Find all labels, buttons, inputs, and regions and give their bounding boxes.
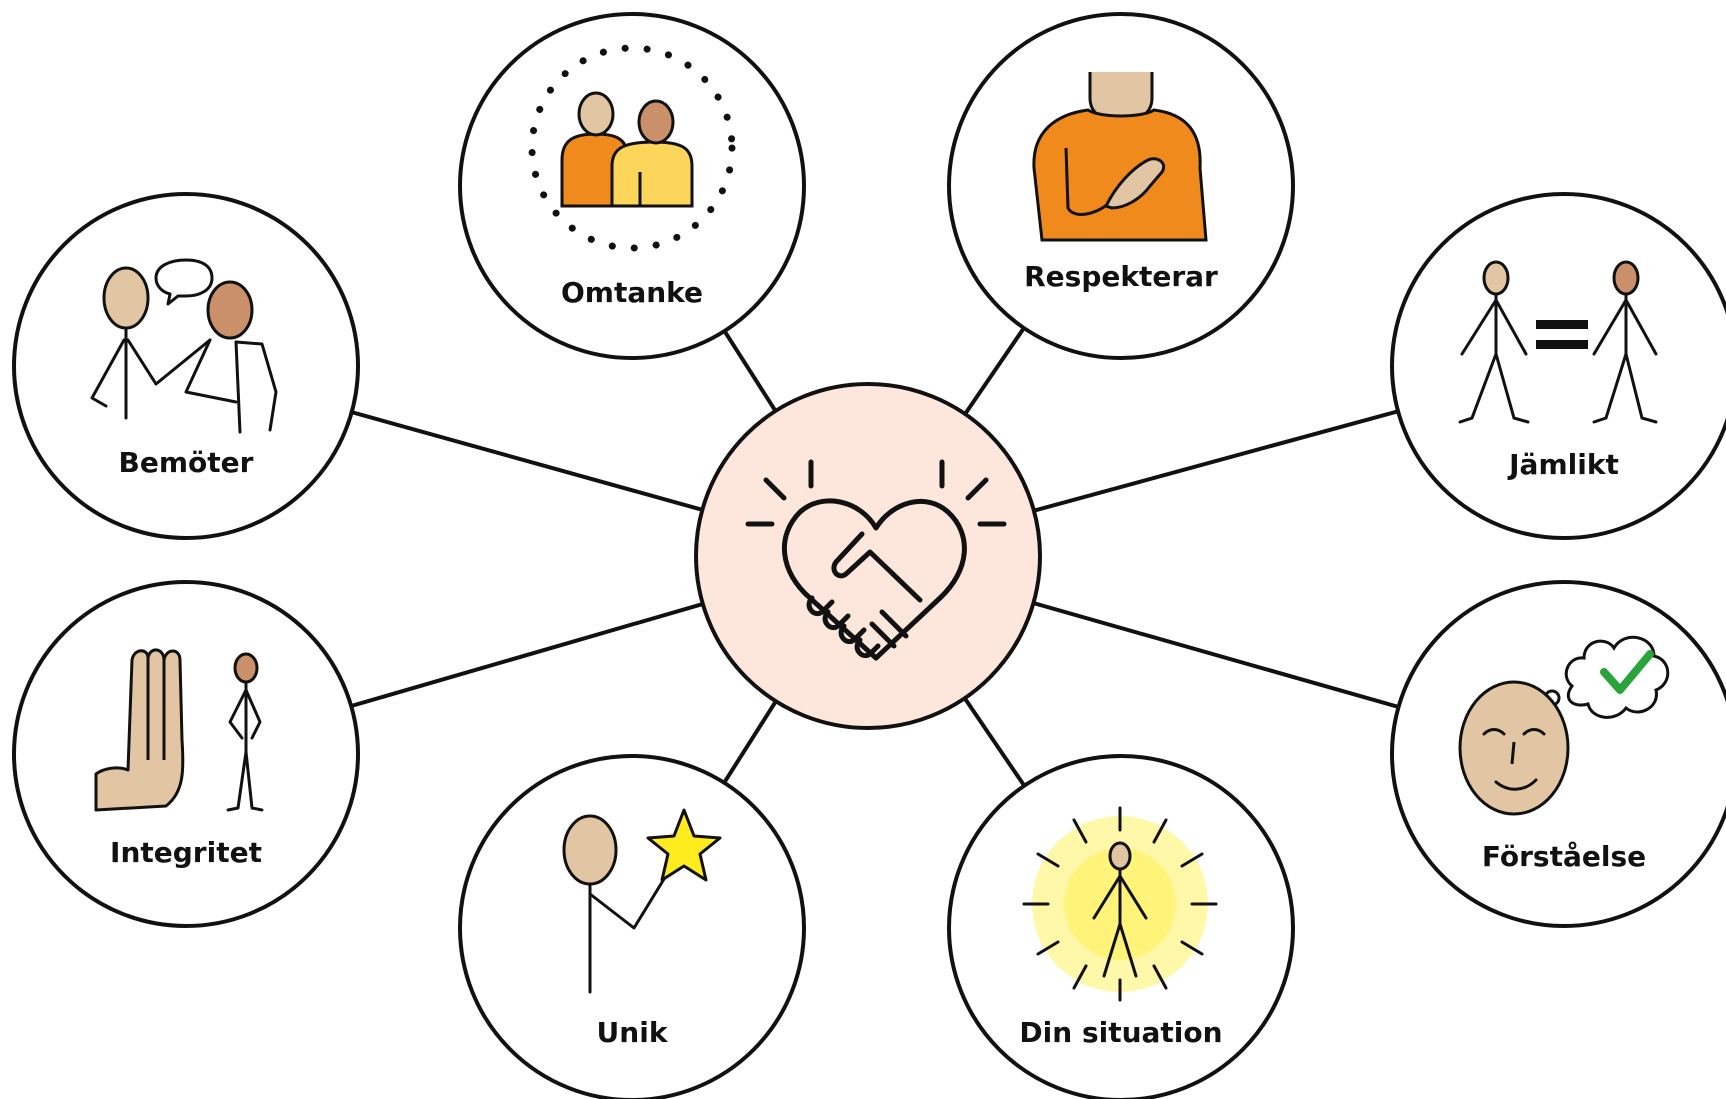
node-label: Din situation [1019,1016,1222,1049]
node-label: Bemöter [119,446,254,479]
hand-on-heart-icon [1032,72,1208,242]
node-respekterar: Respekterar [947,12,1295,360]
node-omtanke: Omtanke [458,12,806,360]
thinking-check-icon [1458,635,1670,816]
equality-icon [1458,260,1658,424]
person-glow-icon [1022,806,1218,1002]
node-forstaelse: Förståelse [1390,580,1726,928]
caring-people-icon [528,44,736,252]
node-label: Respekterar [1024,260,1218,293]
node-label: Integritet [110,836,262,869]
node-integritet: Integritet [12,580,360,928]
conversation-icon [90,258,278,434]
stop-hand-icon [94,648,264,812]
node-label: Omtanke [561,276,703,309]
center-node [694,382,1042,730]
node-label: Unik [597,1016,669,1049]
node-label: Jämlikt [1507,448,1619,481]
node-din-situation: Din situation [947,754,1295,1099]
node-unik: Unik [458,754,806,1099]
node-jamlikt: Jämlikt [1390,192,1726,540]
person-star-icon [562,808,722,994]
node-label: Förståelse [1482,840,1646,873]
node-bemoter: Bemöter [12,192,360,540]
heart-handshake-icon [745,459,1007,661]
